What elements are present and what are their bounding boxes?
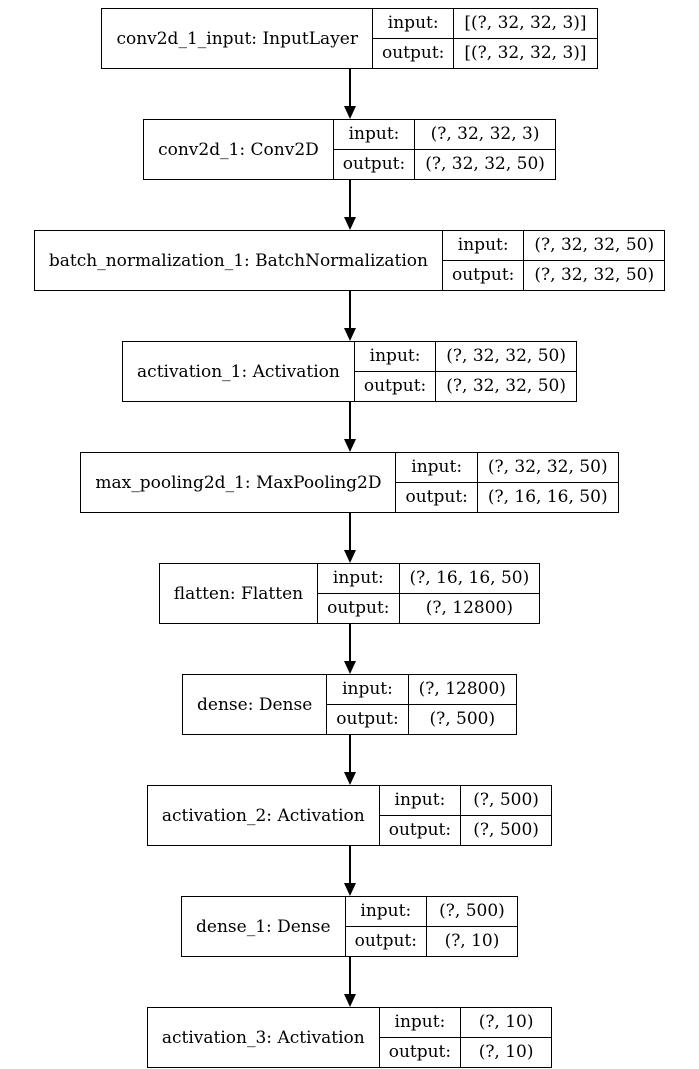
input-shape: (?, 500): [425, 897, 517, 927]
layer-node: flatten: Flatten input: (?, 16, 16, 50) …: [158, 563, 541, 624]
output-shape: (?, 500): [407, 704, 516, 734]
output-shape: (?, 12800): [398, 593, 540, 623]
output-label: output:: [336, 709, 399, 730]
arrowhead-down-icon: [343, 772, 356, 785]
output-shape: (?, 16, 16, 50): [476, 482, 618, 512]
layer-name: activation_2: Activation: [161, 805, 365, 826]
arrow-line: [348, 291, 351, 328]
arrow-line: [348, 180, 351, 217]
output-label: output:: [342, 154, 406, 175]
input-shape: (?, 32, 32, 50): [476, 453, 618, 483]
layer-name: dense_1: Dense: [196, 916, 331, 937]
output-label: output:: [388, 820, 452, 841]
arrow-line: [348, 624, 351, 661]
output-label: output:: [388, 1042, 452, 1063]
arrowhead-down-icon: [343, 106, 356, 119]
input-label: input:: [318, 564, 399, 594]
input-shape: (?, 10): [460, 1008, 552, 1038]
layer-name: dense: Dense: [197, 694, 313, 715]
arrowhead-down-icon: [343, 883, 356, 896]
arrowhead-down-icon: [343, 661, 356, 674]
input-label: input:: [379, 1008, 461, 1038]
layer-name: batch_normalization_1: BatchNormalizatio…: [48, 250, 428, 271]
input-shape: [(?, 32, 32, 3)]: [453, 9, 597, 39]
output-shape: (?, 32, 32, 50): [435, 371, 576, 401]
flow-arrow: [343, 69, 356, 119]
arrow-line: [348, 846, 351, 883]
input-label: input:: [396, 453, 477, 483]
output-label: output:: [381, 43, 445, 64]
layer-name: flatten: Flatten: [173, 583, 304, 604]
output-label: output:: [451, 265, 515, 286]
input-shape: (?, 32, 32, 50): [523, 231, 665, 261]
output-label: output:: [405, 487, 468, 508]
layer-node: batch_normalization_1: BatchNormalizatio…: [33, 230, 666, 291]
layer-io-table: input: [(?, 32, 32, 3)] output: [(?, 32,…: [371, 9, 597, 68]
layer-node: max_pooling2d_1: MaxPooling2D input: (?,…: [80, 452, 619, 513]
layer-name: max_pooling2d_1: MaxPooling2D: [95, 472, 382, 493]
layer-io-table: input: (?, 32, 32, 3) output: (?, 32, 32…: [332, 120, 555, 179]
input-shape: (?, 32, 32, 3): [414, 120, 555, 150]
layer-io-table: input: (?, 10) output: (?, 10): [378, 1008, 552, 1067]
input-label: input:: [354, 342, 436, 372]
layer-name: activation_1: Activation: [137, 361, 340, 382]
input-label: input:: [379, 786, 461, 816]
input-label: input:: [327, 675, 408, 705]
layer-io-table: input: (?, 16, 16, 50) output: (?, 12800…: [317, 564, 540, 623]
layer-node: conv2d_1_input: InputLayer input: [(?, 3…: [101, 8, 598, 69]
flow-arrow: [343, 513, 356, 563]
output-shape: [(?, 32, 32, 3)]: [453, 38, 596, 68]
layer-node: activation_3: Activation input: (?, 10) …: [146, 1007, 553, 1068]
arrow-line: [348, 735, 351, 772]
flow-arrow: [343, 846, 356, 896]
layer-io-table: input: (?, 32, 32, 50) output: (?, 32, 3…: [353, 342, 576, 401]
arrow-line: [348, 513, 351, 550]
input-shape: (?, 32, 32, 50): [435, 342, 576, 372]
layer-io-table: input: (?, 500) output: (?, 500): [378, 786, 552, 845]
input-shape: (?, 12800): [407, 675, 516, 705]
output-shape: (?, 32, 32, 50): [523, 260, 664, 290]
flow-arrow: [343, 402, 356, 452]
flow-arrow: [343, 957, 356, 1007]
layer-io-table: input: (?, 500) output: (?, 10): [344, 897, 517, 956]
flow-arrow: [343, 180, 356, 230]
layer-io-table: input: (?, 32, 32, 50) output: (?, 32, 3…: [441, 231, 665, 290]
output-label: output:: [327, 598, 390, 619]
flow-arrow: [343, 291, 356, 341]
layer-node: dense: Dense input: (?, 12800) output: (…: [182, 674, 517, 735]
input-shape: (?, 16, 16, 50): [398, 564, 540, 594]
layer-name: activation_3: Activation: [161, 1027, 365, 1048]
input-label: input:: [333, 120, 415, 150]
layer-io-table: input: (?, 12800) output: (?, 500): [326, 675, 516, 734]
output-shape: (?, 10): [460, 1037, 551, 1067]
output-label: output:: [363, 376, 427, 397]
arrowhead-down-icon: [343, 439, 356, 452]
flow-arrow: [343, 735, 356, 785]
layer-node: conv2d_1: Conv2D input: (?, 32, 32, 3) o…: [143, 119, 556, 180]
output-label: output:: [354, 931, 417, 952]
arrowhead-down-icon: [343, 550, 356, 563]
layer-node: activation_1: Activation input: (?, 32, …: [122, 341, 577, 402]
arrowhead-down-icon: [343, 994, 356, 1007]
arrow-line: [348, 402, 351, 439]
input-label: input:: [345, 897, 426, 927]
arrow-line: [348, 957, 351, 994]
input-label: input:: [442, 231, 524, 261]
output-shape: (?, 500): [460, 815, 551, 845]
layer-name: conv2d_1: Conv2D: [158, 139, 319, 160]
layer-io-table: input: (?, 32, 32, 50) output: (?, 16, 1…: [395, 453, 618, 512]
layer-node: activation_2: Activation input: (?, 500)…: [146, 785, 553, 846]
layer-node: dense_1: Dense input: (?, 500) output: (…: [181, 896, 518, 957]
flow-arrow: [343, 624, 356, 674]
input-label: input:: [372, 9, 454, 39]
arrowhead-down-icon: [343, 328, 356, 341]
arrow-line: [348, 69, 351, 106]
layer-name: conv2d_1_input: InputLayer: [116, 28, 358, 49]
output-shape: (?, 32, 32, 50): [414, 149, 555, 179]
input-shape: (?, 500): [460, 786, 552, 816]
arrowhead-down-icon: [343, 217, 356, 230]
output-shape: (?, 10): [425, 926, 517, 956]
